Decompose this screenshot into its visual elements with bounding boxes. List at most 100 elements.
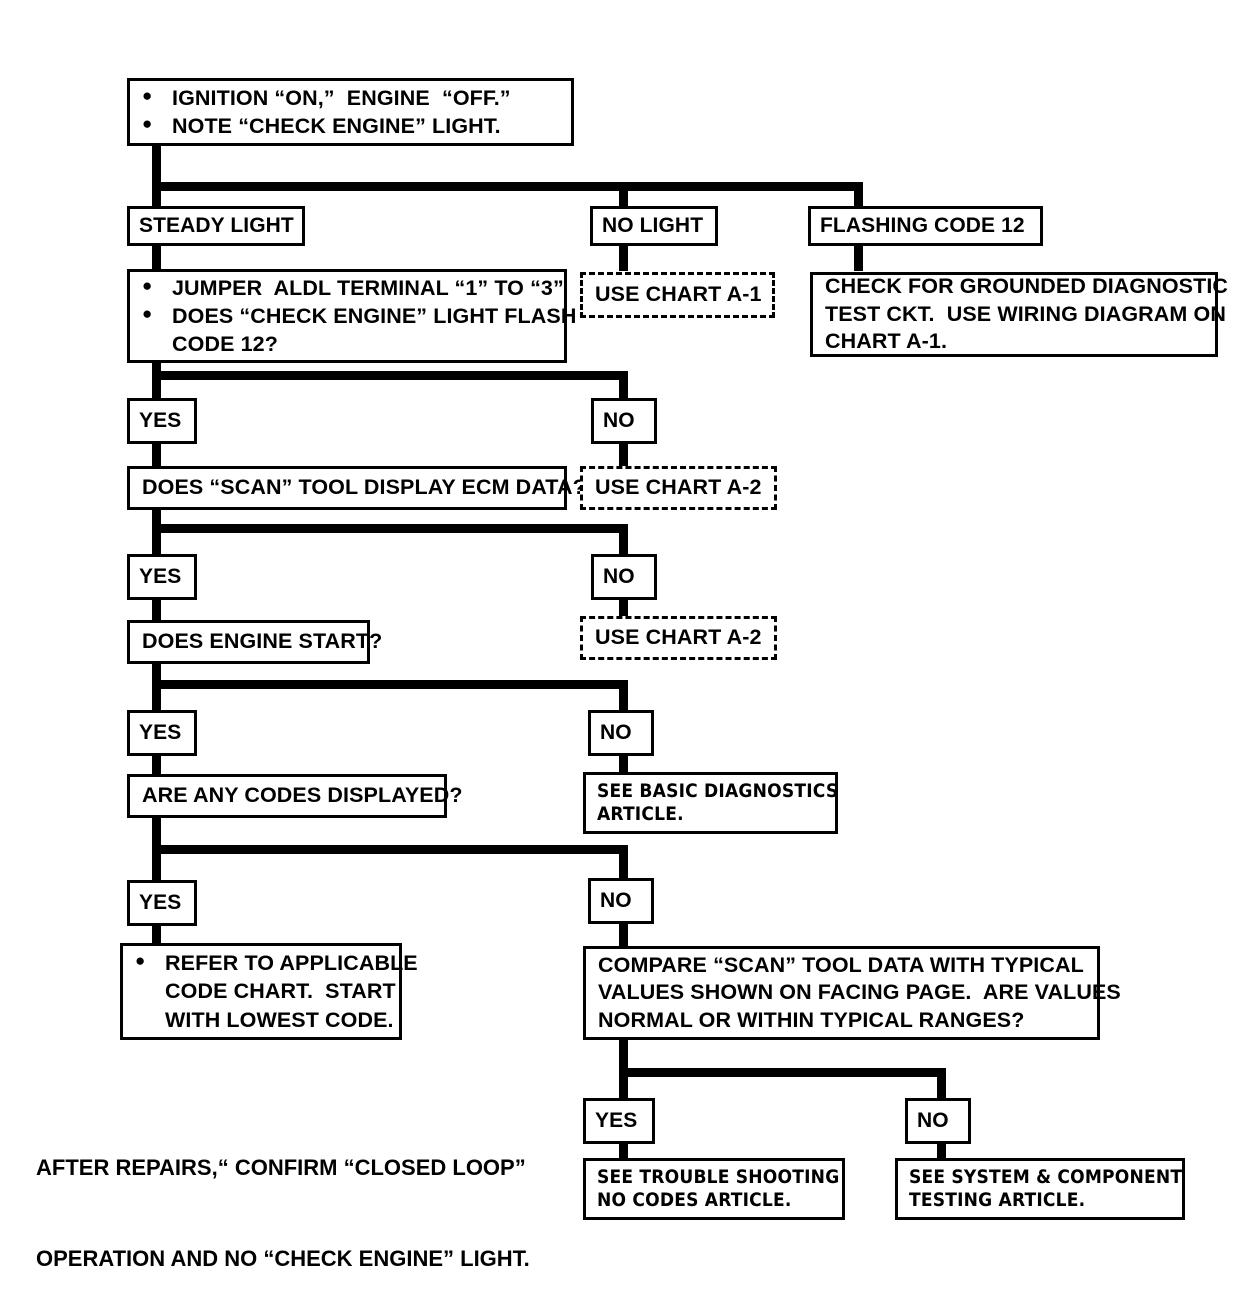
connector-engine-down [152, 662, 161, 717]
node-use-chart-a1: USE CHART A-1 [580, 272, 775, 318]
use-chart-a2-first-label: USE CHART A-2 [595, 475, 762, 500]
connector-bus2-to-no [619, 524, 628, 557]
connector-yes4-down [152, 925, 161, 945]
no-5-label: NO [917, 1109, 949, 1133]
connector-yes3-down [152, 755, 161, 777]
connector-bus-3 [152, 680, 628, 689]
node-basic-diagnostics: SEE BASIC DIAGNOSTICS ARTICLE. [583, 772, 838, 834]
node-yes-5: YES [583, 1098, 655, 1144]
node-use-chart-a2-first: USE CHART A-2 [580, 466, 777, 510]
node-trouble-shooting: SEE TROUBLE SHOOTING NO CODES ARTICLE. [583, 1158, 845, 1220]
codes-displayed-label: ARE ANY CODES DISPLAYED? [142, 783, 463, 808]
no-3-label: NO [600, 721, 632, 745]
connector-jumper-down [152, 360, 161, 402]
connector-to-no-light [619, 182, 628, 210]
connector-bus-5 [619, 1068, 946, 1077]
yes-1-label: YES [139, 409, 182, 433]
refer-bullet-1-text: REFER TO APPLICABLE [165, 950, 418, 975]
connector-to-flashing-code [854, 182, 863, 210]
no-4-label: NO [600, 889, 632, 913]
footer-note: AFTER REPAIRS,“ CONFIRM “CLOSED LOOP” OP… [36, 1092, 530, 1294]
connector-bus-4 [152, 845, 628, 854]
steady-light-label: STEADY LIGHT [139, 214, 294, 238]
node-start: ● IGNITION “ON,” ENGINE “OFF.” ● NOTE “C… [127, 78, 574, 146]
engine-start-label: DOES ENGINE START? [142, 629, 383, 654]
node-no-light: NO LIGHT [590, 206, 718, 246]
node-yes-3: YES [127, 710, 197, 756]
bullet-dot-icon: ● [142, 304, 153, 324]
jumper-continuation-text: CODE 12? [172, 331, 278, 356]
node-jumper-aldl: ● JUMPER ALDL TERMINAL “1” TO “3” ● DOES… [127, 269, 576, 363]
node-no-1: NO [591, 398, 657, 444]
connector-bus-2 [152, 524, 628, 533]
compare-scan-line-1: COMPARE “SCAN” TOOL DATA WITH TYPICAL [598, 952, 1084, 977]
bullet-dot-icon: ● [142, 85, 153, 105]
scan-tool-data-label: DOES “SCAN” TOOL DISPLAY ECM DATA? [142, 475, 586, 500]
node-steady-light: STEADY LIGHT [127, 206, 305, 246]
connector-no5-down [937, 1142, 946, 1162]
system-component-line-2: TESTING ARTICLE. [909, 1189, 1086, 1211]
node-flashing-code-12: FLASHING CODE 12 [808, 206, 1043, 246]
connector-to-steady-light [152, 182, 161, 210]
check-grounded-line-3: CHART A-1. [825, 329, 948, 354]
refer-line-3: WITH LOWEST CODE. [165, 1007, 394, 1032]
node-yes-1: YES [127, 398, 197, 444]
no-2-label: NO [603, 565, 635, 589]
basic-diagnostics-line-1: SEE BASIC DIAGNOSTICS [597, 779, 839, 802]
connector-bus4-to-no [619, 845, 628, 883]
connector-nolight-to-charta1 [619, 243, 628, 271]
bullet-dot-icon: ● [135, 950, 146, 970]
node-no-2: NO [591, 554, 657, 600]
connector-yes2-down [152, 598, 161, 623]
system-component-line-1: SEE SYSTEM & COMPONENT [909, 1165, 1183, 1188]
refer-bullet-1: ● REFER TO APPLICABLE CODE CHART. START … [135, 949, 418, 1034]
connector-start-down [152, 145, 161, 190]
connector-bus-1 [152, 371, 628, 380]
node-codes-displayed: ARE ANY CODES DISPLAYED? [127, 774, 463, 818]
bullet-dot-icon: ● [142, 114, 153, 133]
no-1-label: NO [603, 409, 635, 433]
node-no-4: NO [588, 878, 654, 924]
yes-3-label: YES [139, 721, 182, 745]
connector-bus1-to-no [619, 371, 628, 401]
connector-yes1-down [152, 442, 161, 468]
start-bullet-1-text: IGNITION “ON,” ENGINE “OFF.” [172, 85, 511, 110]
check-grounded-line-1: CHECK FOR GROUNDED DIAGNOSTIC [825, 274, 1229, 299]
connector-no2-down [619, 598, 628, 620]
flashing-code-12-label: FLASHING CODE 12 [820, 214, 1025, 238]
connector-no3-down [619, 755, 628, 777]
trouble-shooting-line-1: SEE TROUBLE SHOOTING [597, 1165, 840, 1188]
connector-steady-to-jumper [152, 243, 161, 271]
connector-bus3-to-no [619, 680, 628, 713]
node-use-chart-a2-second: USE CHART A-2 [580, 616, 777, 660]
footer-note-line-1: AFTER REPAIRS,“ CONFIRM “CLOSED LOOP” [36, 1154, 526, 1180]
compare-scan-line-3: NORMAL OR WITHIN TYPICAL RANGES? [598, 1007, 1025, 1032]
jumper-bullet-2: ● DOES “CHECK ENGINE” LIGHT FLASH [142, 302, 576, 330]
jumper-bullet-1: ● JUMPER ALDL TERMINAL “1” TO “3” [142, 274, 564, 302]
start-bullet-2: ● NOTE “CHECK ENGINE” LIGHT. [142, 112, 559, 140]
refer-line-2: CODE CHART. START [165, 979, 396, 1004]
node-check-grounded: CHECK FOR GROUNDED DIAGNOSTIC TEST CKT. … [810, 272, 1229, 357]
connector-yes5-down [619, 1142, 628, 1162]
footer-note-line-2: OPERATION AND NO “CHECK ENGINE” LIGHT. [36, 1245, 530, 1271]
jumper-bullet-1-text: JUMPER ALDL TERMINAL “1” TO “3” [172, 275, 564, 300]
jumper-continuation: CODE 12? [172, 331, 552, 359]
node-yes-4: YES [127, 880, 197, 926]
check-grounded-line-2: TEST CKT. USE WIRING DIAGRAM ON [825, 301, 1226, 326]
basic-diagnostics-line-2: ARTICLE. [597, 803, 684, 825]
use-chart-a2-second-label: USE CHART A-2 [595, 625, 762, 650]
use-chart-a1-label: USE CHART A-1 [595, 282, 762, 307]
connector-flashing-to-check [854, 243, 863, 271]
start-bullet-1: ● IGNITION “ON,” ENGINE “OFF.” [142, 84, 559, 112]
node-scan-tool-data: DOES “SCAN” TOOL DISPLAY ECM DATA? [127, 466, 586, 510]
connector-scan-down [152, 508, 161, 560]
connector-top-bus [152, 182, 863, 191]
yes-4-label: YES [139, 891, 182, 915]
no-light-label: NO LIGHT [602, 214, 704, 238]
node-compare-scan: COMPARE “SCAN” TOOL DATA WITH TYPICAL VA… [583, 946, 1121, 1040]
compare-scan-line-2: VALUES SHOWN ON FACING PAGE. ARE VALUES [598, 980, 1121, 1005]
node-engine-start: DOES ENGINE START? [127, 620, 383, 664]
connector-no1-down [619, 442, 628, 468]
node-refer-code-chart: ● REFER TO APPLICABLE CODE CHART. START … [120, 943, 418, 1040]
